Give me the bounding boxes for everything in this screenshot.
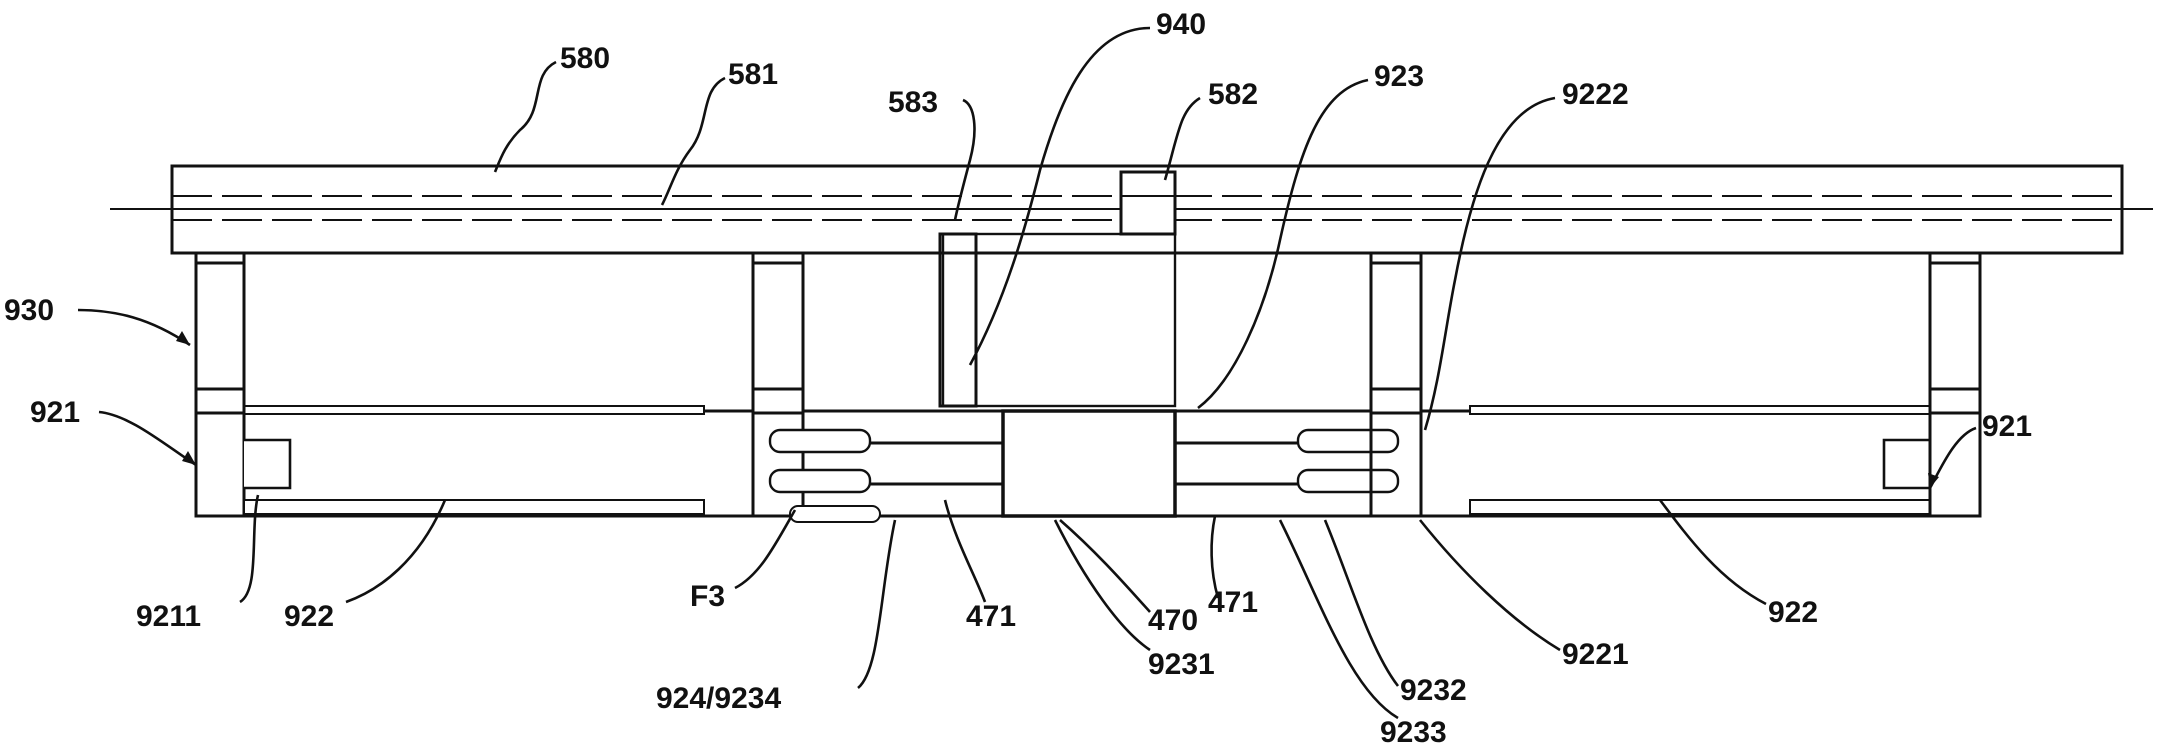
label-9231: 9231 (1148, 648, 1215, 681)
reference-labels: 580 581 940 583 582 923 9222 930 921 921… (4, 8, 2032, 748)
leader-lines (77, 26, 1977, 720)
label-9221: 9221 (1562, 638, 1629, 671)
label-921-right: 921 (1982, 410, 2032, 443)
top-plate (110, 164, 2153, 255)
label-471-right: 471 (1208, 586, 1258, 619)
label-9211: 9211 (136, 600, 201, 633)
label-924-9234: 924/9234 (656, 682, 781, 715)
label-940: 940 (1156, 8, 1206, 41)
label-923: 923 (1374, 60, 1424, 93)
label-9233: 9233 (1380, 716, 1447, 748)
label-930: 930 (4, 294, 54, 327)
label-9232: 9232 (1400, 674, 1467, 707)
label-922-right: 922 (1768, 596, 1818, 629)
label-581: 581 (728, 58, 778, 91)
label-F3: F3 (690, 580, 725, 613)
label-470: 470 (1148, 604, 1198, 637)
label-582: 582 (1208, 78, 1258, 111)
center-pin (938, 232, 1177, 408)
label-580: 580 (560, 42, 610, 75)
support-columns (194, 251, 1982, 391)
label-921-left: 921 (30, 396, 80, 429)
label-9222: 9222 (1562, 78, 1629, 111)
label-471-left: 471 (966, 600, 1016, 633)
base-body (194, 387, 1982, 523)
label-922-left: 922 (284, 600, 334, 633)
label-583: 583 (888, 86, 938, 119)
